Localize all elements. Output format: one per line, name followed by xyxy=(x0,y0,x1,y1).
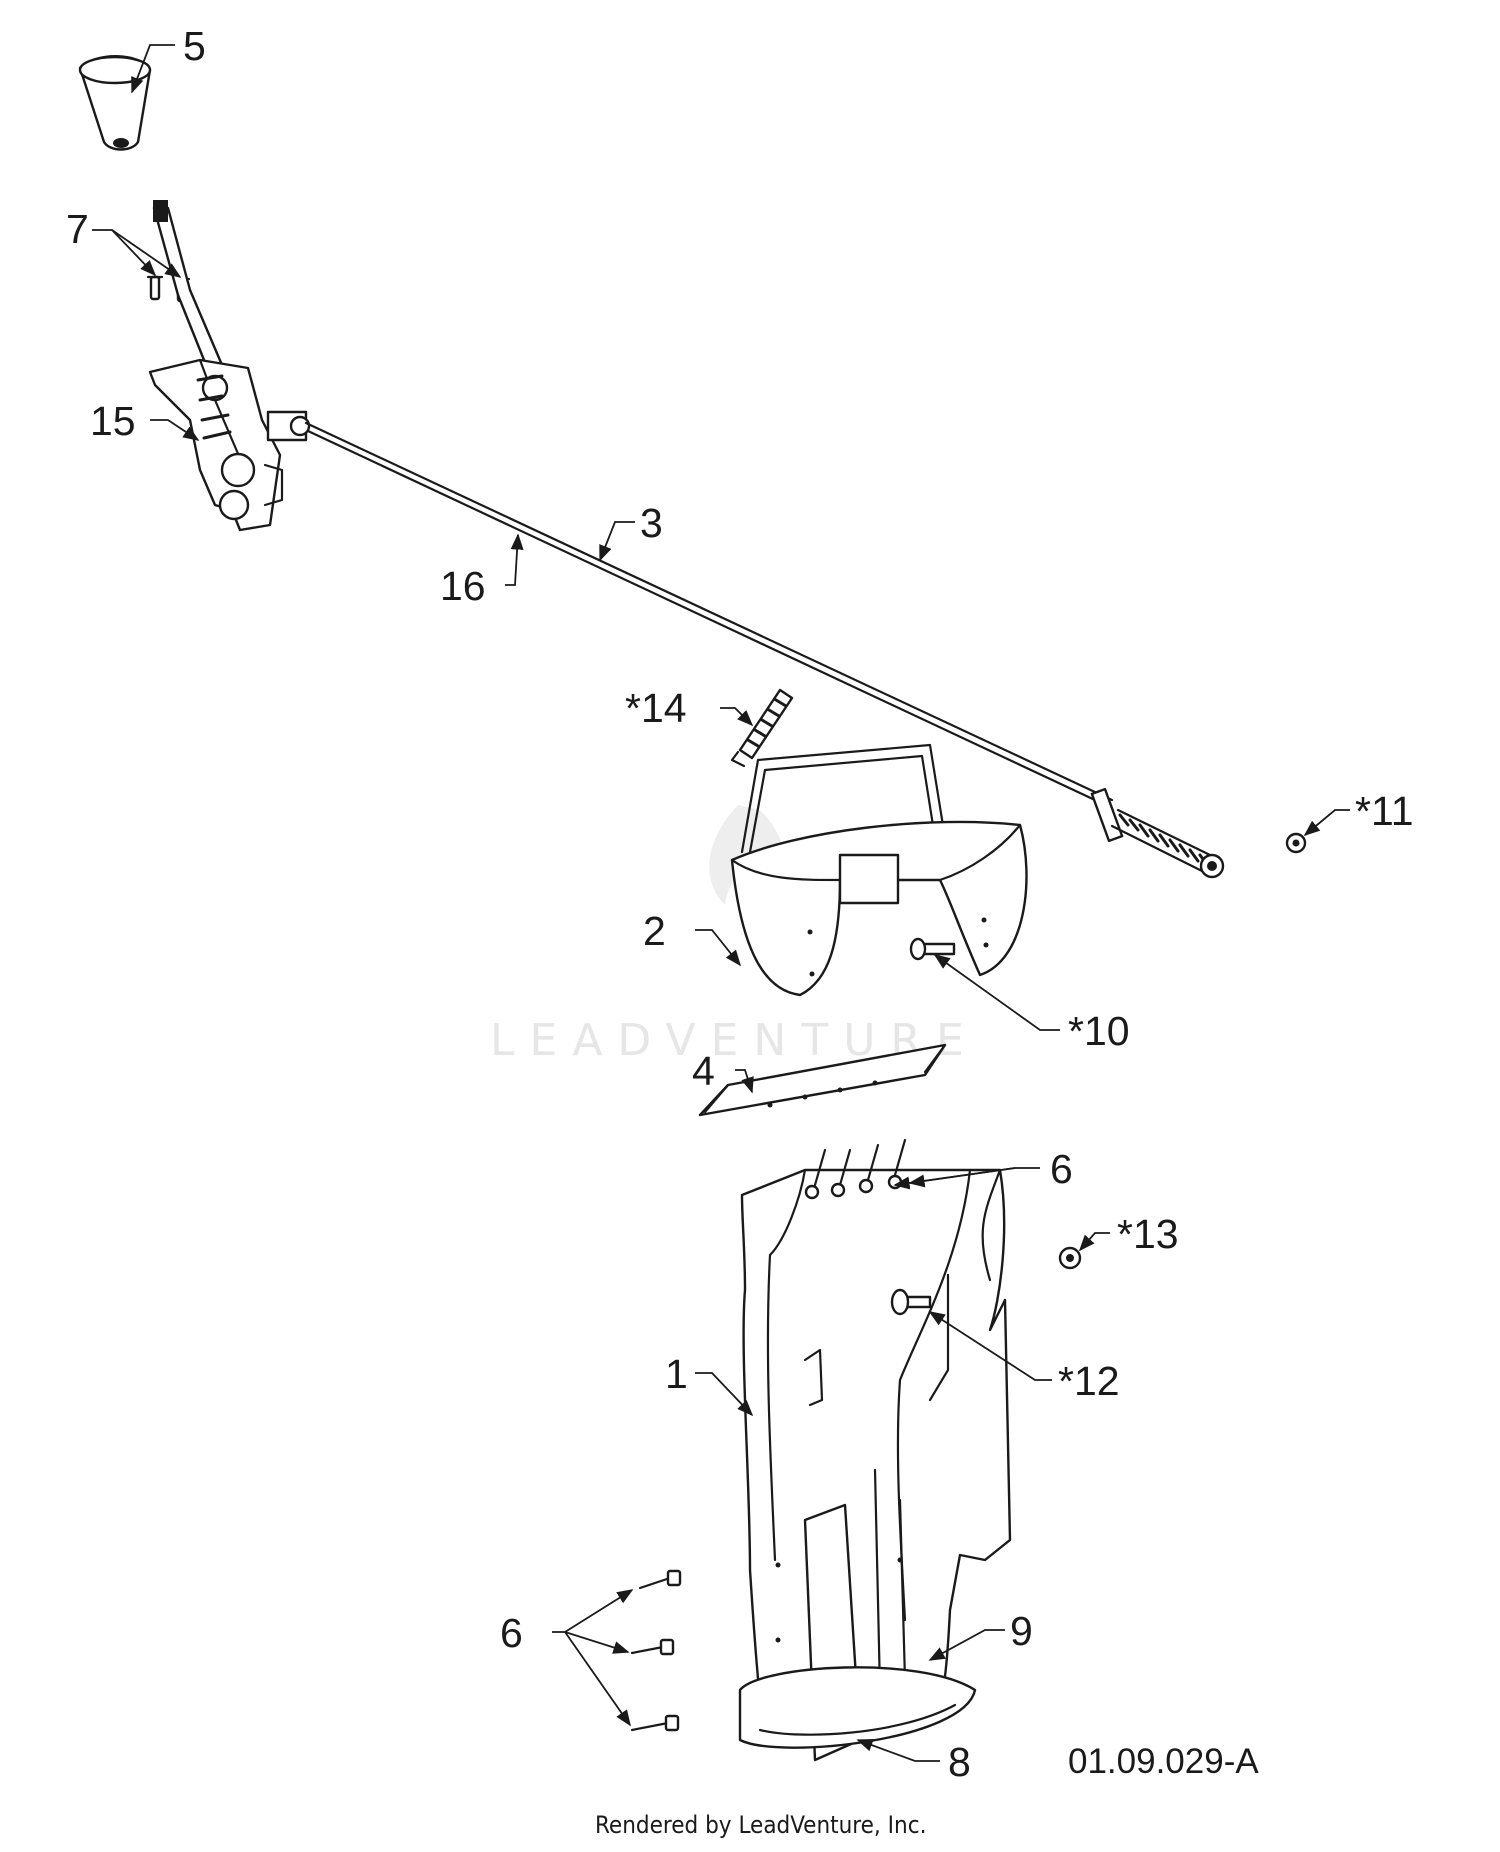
callout-6-top: 6 xyxy=(1050,1146,1073,1192)
callout-3: 3 xyxy=(640,500,663,546)
part-4-scraper-blade xyxy=(698,1043,947,1117)
rod-end-spring xyxy=(1090,787,1225,879)
figure-code: 01.09.029-A xyxy=(1068,1742,1259,1781)
part-11-nut xyxy=(1285,832,1307,854)
footer-credit: Rendered by LeadVenture, Inc. xyxy=(595,1811,926,1839)
callout-2: 2 xyxy=(643,908,666,954)
part-3-shift-rod xyxy=(304,421,1114,810)
callout-7: 7 xyxy=(66,206,89,252)
callout-15: 15 xyxy=(90,398,136,444)
part-2-deflector xyxy=(730,743,1028,997)
callout-12: *12 xyxy=(1058,1358,1120,1404)
part-1-discharge-chute xyxy=(738,1168,1012,1762)
chute-top-rivets xyxy=(804,1138,907,1200)
part-15-shift-lever-assembly xyxy=(148,200,311,532)
leader-lines xyxy=(92,44,1350,1762)
callout-10: *10 xyxy=(1068,1008,1130,1054)
callout-14: *14 xyxy=(625,685,687,731)
callout-9: 9 xyxy=(1010,1608,1033,1654)
callout-13: *13 xyxy=(1117,1211,1179,1257)
callout-labels: 5 7 15 3 16 *14 *11 2 *10 4 6 *13 *12 1 … xyxy=(66,23,1414,1785)
callout-11: *11 xyxy=(1355,788,1414,834)
part-14-spring xyxy=(730,688,794,768)
callout-16: 16 xyxy=(440,563,486,609)
part-6-rivets-loose xyxy=(630,1569,682,1732)
part-12-bolt xyxy=(890,1288,932,1316)
callout-8: 8 xyxy=(948,1739,971,1785)
part-13-nut xyxy=(1058,1246,1082,1270)
callout-6-bottom: 6 xyxy=(500,1610,523,1656)
part-10-bolt xyxy=(909,937,956,961)
callout-5: 5 xyxy=(183,23,206,69)
callout-1: 1 xyxy=(665,1351,688,1397)
callout-4: 4 xyxy=(692,1048,715,1094)
